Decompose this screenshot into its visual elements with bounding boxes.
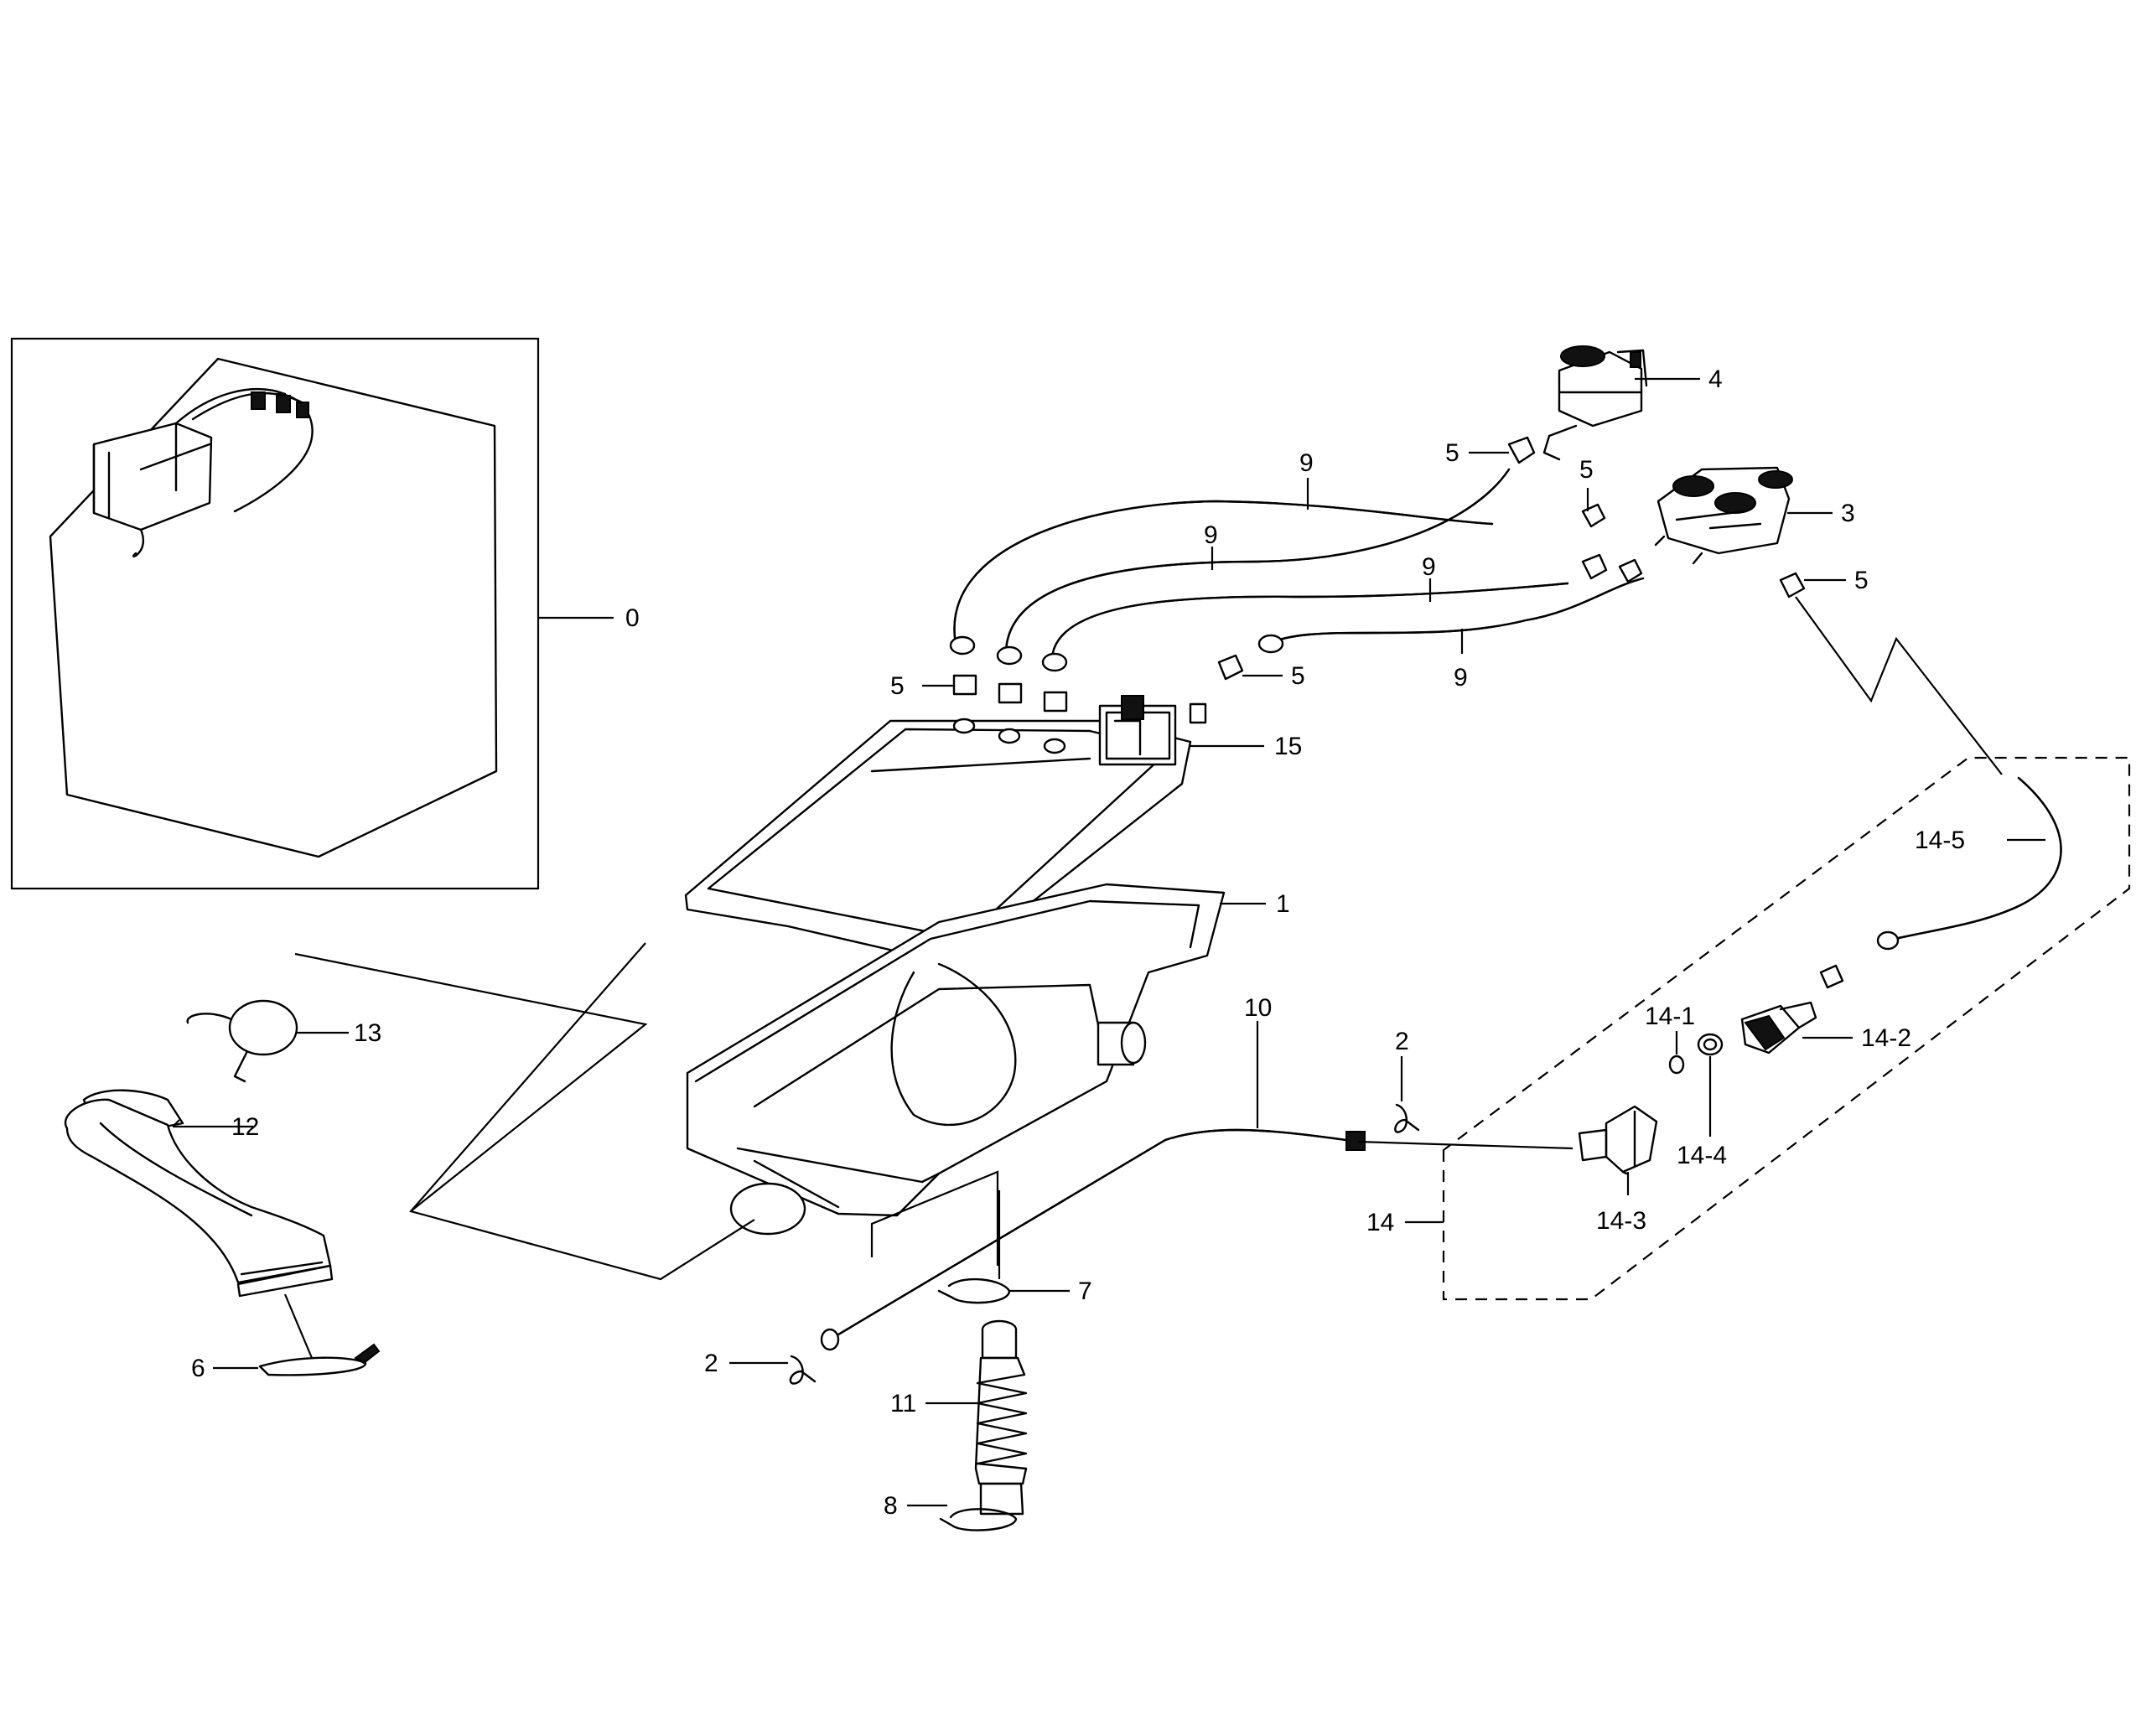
label-part-5c: 5 — [1854, 567, 1869, 594]
label-part-5a: 5 — [1445, 439, 1459, 467]
dispenser-housing — [686, 883, 1226, 1236]
kit-filter-screen — [1668, 1055, 1685, 1075]
label-part-3: 3 — [1841, 500, 1855, 527]
siphon-hose — [820, 1128, 1366, 1351]
label-part-9a: 9 — [1299, 449, 1314, 477]
assembly-inset — [10, 337, 540, 890]
kit-supply-hose — [1876, 776, 2062, 951]
kit-washer — [1697, 1033, 1724, 1056]
label-part-2b: 2 — [704, 1350, 718, 1377]
label-part-12: 12 — [231, 1113, 259, 1141]
label-part-14: 14 — [1366, 1209, 1394, 1236]
single-water-valve — [1542, 345, 1648, 461]
bellows-assembly — [937, 1277, 1028, 1531]
label-part-5b: 5 — [1579, 456, 1594, 484]
kit-outline-frame — [1442, 756, 2131, 1301]
label-part-6: 6 — [191, 1355, 205, 1382]
hose-clips — [789, 1103, 1420, 1385]
label-part-11: 11 — [890, 1390, 916, 1417]
label-part-9d: 9 — [1454, 664, 1468, 692]
label-part-14-3: 14-3 — [1596, 1207, 1646, 1235]
label-part-13: 13 — [354, 1019, 381, 1047]
label-part-14-2: 14-2 — [1861, 1024, 1911, 1052]
kit-elbow-fitting — [1578, 1105, 1658, 1175]
label-part-2a: 2 — [1395, 1028, 1409, 1055]
label-part-9c: 9 — [1422, 553, 1436, 581]
label-part-5d: 5 — [1291, 662, 1305, 690]
kit-hose-connector — [1740, 1001, 1817, 1055]
label-part-4: 4 — [1708, 365, 1723, 393]
inlet-hoses — [949, 468, 1645, 672]
label-part-14-5: 14-5 — [1915, 827, 1965, 854]
label-part-8: 8 — [884, 1492, 898, 1520]
label-part-5e: 5 — [890, 672, 905, 700]
label-part-14-1: 14-1 — [1645, 1003, 1695, 1030]
hose-clamps — [952, 436, 1806, 754]
label-part-14-4: 14-4 — [1677, 1142, 1727, 1169]
vent-duct-assembly — [64, 999, 381, 1376]
label-part-10: 10 — [1244, 994, 1272, 1022]
triple-water-valve — [1654, 466, 1793, 565]
label-part-9b: 9 — [1204, 521, 1218, 549]
label-part-0: 0 — [625, 604, 640, 632]
label-part-15: 15 — [1274, 733, 1302, 760]
kit-hose-clamp — [1819, 964, 1844, 989]
label-part-1: 1 — [1276, 890, 1290, 918]
label-part-7: 7 — [1078, 1277, 1092, 1305]
